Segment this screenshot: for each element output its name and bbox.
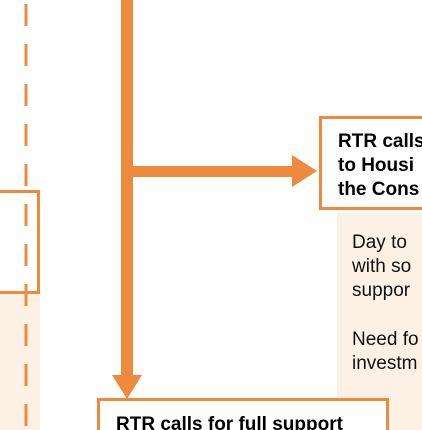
bottom-callout: RTR calls for full support xyxy=(97,398,389,430)
body-para1-line-1: Day to xyxy=(352,232,407,253)
right-callout-line-2: to Housi xyxy=(338,155,414,176)
right-callout-line-3: the Cons xyxy=(338,179,420,200)
down-arrowhead xyxy=(112,375,142,399)
trunk-line xyxy=(121,0,133,378)
dashed-connector xyxy=(24,0,28,430)
bottom-callout-heading: RTR calls for full support xyxy=(116,414,343,430)
body-para2-line-1: Need fo xyxy=(352,329,419,350)
right-arrowhead xyxy=(292,155,317,187)
body-para1-line-2: with so xyxy=(352,256,412,277)
body-para2-line-2: investm xyxy=(352,353,418,374)
right-callout-line-1: RTR calls xyxy=(338,131,422,152)
branch-line xyxy=(127,166,295,177)
left-box xyxy=(0,190,40,294)
right-body-panel: Day to with so suppor Need fo investm xyxy=(337,213,422,430)
right-callout: RTR calls to Housi the Cons xyxy=(319,116,422,210)
body-para1-line-3: suppor xyxy=(352,280,411,301)
